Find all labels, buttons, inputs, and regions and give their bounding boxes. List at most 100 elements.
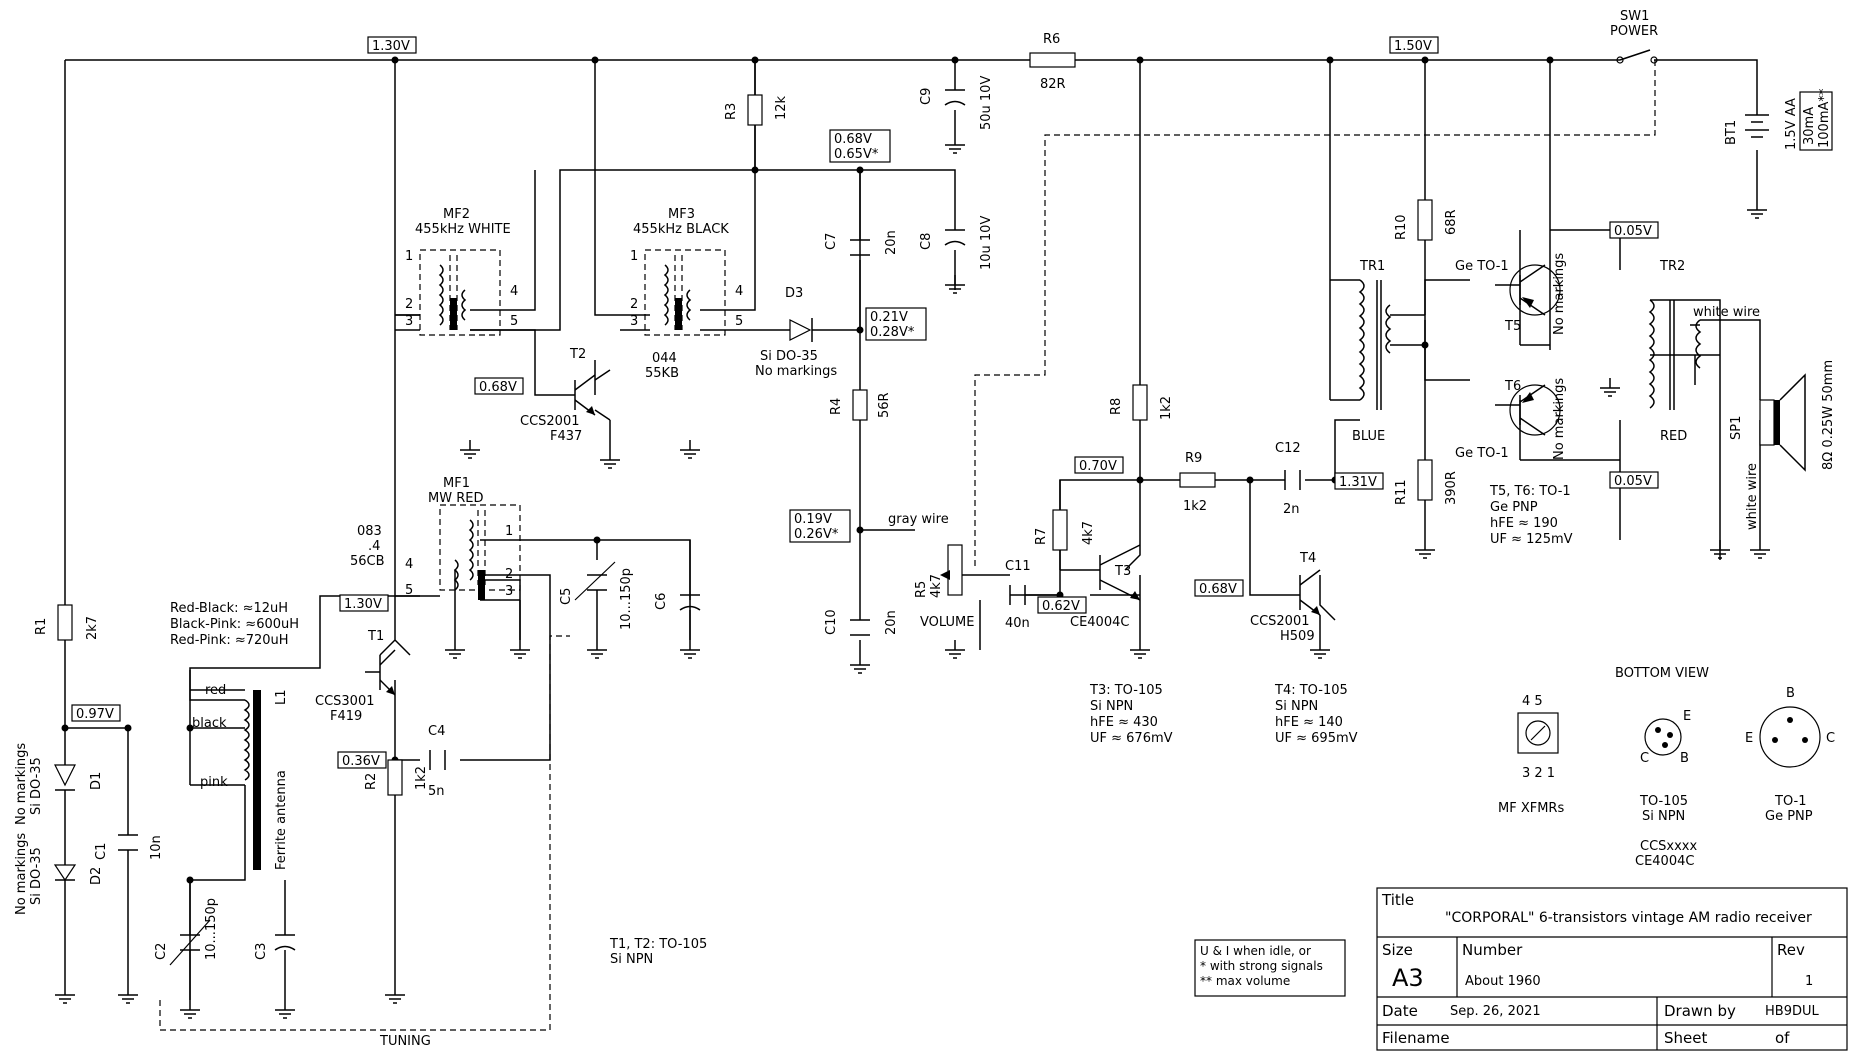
mf3-desc: 455kHz BLACK [633, 222, 729, 237]
t12-note-2: Si NPN [610, 952, 653, 967]
r10-label: R10 [1394, 214, 1409, 240]
voltage-d3-signal: 0.28V* [870, 325, 915, 340]
r8-body [1132, 384, 1148, 421]
t4-note-4: UF ≈ 695mV [1275, 731, 1358, 746]
tuning-label: TUNING [379, 1034, 431, 1049]
number-label: Number [1462, 941, 1523, 959]
mf2-pin4: 4 [510, 284, 518, 299]
drawn-by-label: Drawn by [1664, 1002, 1736, 1020]
t56-note-1: T5, T6: TO-1 [1489, 484, 1571, 499]
t5-symbol [1509, 264, 1561, 316]
grounds [54, 134, 1771, 1019]
date-label: Date [1382, 1002, 1418, 1020]
mf1-pin1: 1 [505, 524, 513, 539]
t4-part2: H509 [1280, 629, 1315, 644]
r1-label: R1 [34, 618, 49, 635]
voltage-r5-idle: 0.19V [794, 512, 832, 527]
sp1-wire: white wire [1745, 463, 1760, 530]
to1-b: B [1786, 686, 1795, 701]
c4-label: C4 [428, 724, 445, 739]
voltage-t1-collector: 1.30V [344, 597, 382, 612]
c6-label: C6 [654, 593, 669, 610]
t5-part: Ge TO-1 [1455, 259, 1509, 274]
sw1-symbol [1616, 56, 1658, 64]
r2-body [387, 759, 403, 796]
c1-label: C1 [94, 843, 109, 860]
c10-label: C10 [824, 609, 839, 635]
r11-value: 390R [1444, 471, 1459, 505]
number-value: About 1960 [1465, 974, 1541, 989]
to105-label-3: CCSxxxx [1640, 839, 1697, 854]
c2-value: 10...150p [204, 898, 219, 960]
t6-symbol [1509, 384, 1561, 436]
c9-label: C9 [919, 88, 934, 105]
r6-value: 82R [1040, 77, 1066, 92]
c4-value: 5n [428, 784, 445, 799]
dashed-linkages [159, 60, 1656, 1031]
notes: Red-Black: ≈12uH Black-Pink: ≈600uH Red-… [170, 484, 1573, 997]
r2-label: R2 [364, 773, 379, 790]
to105-e: E [1683, 709, 1691, 724]
voltage-d3-idle: 0.21V [870, 310, 908, 325]
c12-label: C12 [1275, 441, 1301, 456]
mf2-pin5: 5 [510, 314, 518, 329]
mf1-code1: 083 [357, 524, 382, 539]
voltage-c7-idle: 0.68V [834, 132, 872, 147]
c8-label: C8 [919, 233, 934, 250]
tr2-symbol [1648, 299, 1702, 410]
r2-value: 1k2 [414, 766, 429, 790]
r11-body [1417, 459, 1433, 501]
t2-label: T2 [569, 347, 586, 362]
title-label: Title [1381, 891, 1414, 909]
t3-note-4: UF ≈ 676mV [1090, 731, 1173, 746]
voltage-t1-emitter: 0.36V [342, 754, 380, 769]
junction-dots [61, 56, 1554, 884]
d2-symbol [53, 840, 77, 882]
tr1-label: TR1 [1359, 259, 1385, 274]
d2-note2: Si DO-35 [29, 847, 44, 905]
l1-desc: Ferrite antenna [274, 770, 289, 870]
t3-symbol [1099, 544, 1141, 601]
c5-label: C5 [559, 588, 574, 605]
r9-body [1179, 472, 1216, 488]
c10-symbol [850, 619, 870, 636]
gray-wire-label: gray wire [888, 512, 949, 527]
l1-inductance-2: Black-Pink: ≈600uH [170, 617, 299, 632]
voltage-c7-signal: 0.65V* [834, 147, 879, 162]
d1-note1: No markings [14, 743, 29, 825]
mf2-symbol [419, 249, 501, 336]
transformers [243, 56, 1806, 870]
to1-label-1: TO-1 [1774, 794, 1807, 809]
c5-value: 10...150p [619, 568, 634, 630]
t56-note-2: Ge PNP [1490, 500, 1538, 515]
t56-note-3: hFE ≈ 190 [1490, 516, 1558, 531]
t2-part2: F437 [550, 429, 582, 444]
mf2-label: MF2 [443, 207, 470, 222]
mf3-pin2: 2 [630, 297, 638, 312]
c2-label: C2 [154, 943, 169, 960]
legend-line-3: ** max volume [1200, 974, 1290, 988]
mf-pins-bottom: 3 2 1 [1522, 766, 1555, 781]
c12-symbol [1284, 470, 1301, 490]
r10-value: 68R [1444, 209, 1459, 235]
mf2-pin2: 2 [405, 297, 413, 312]
mf1-pin2: 2 [505, 567, 513, 582]
date-value: Sep. 26, 2021 [1450, 1004, 1541, 1019]
rev-label: Rev [1777, 941, 1805, 959]
c3-label: C3 [254, 943, 269, 960]
r3-label: R3 [724, 103, 739, 120]
c9-symbol [944, 89, 966, 106]
sheet-label: Sheet [1664, 1029, 1707, 1047]
t3-note-1: T3: TO-105 [1089, 683, 1163, 698]
r3-value: 12k [774, 95, 789, 120]
voltage-t3-base: 0.62V [1042, 599, 1080, 614]
size-label: Size [1382, 941, 1413, 959]
t2-symbol [574, 374, 596, 416]
c7-value: 20n [884, 230, 899, 255]
c1-symbol [118, 834, 138, 851]
to105-label-2: Si NPN [1642, 809, 1685, 824]
r7-label: R7 [1034, 528, 1049, 545]
mf3-label: MF3 [668, 207, 695, 222]
to1-e: E [1745, 731, 1753, 746]
tr2-desc: RED [1660, 429, 1687, 444]
